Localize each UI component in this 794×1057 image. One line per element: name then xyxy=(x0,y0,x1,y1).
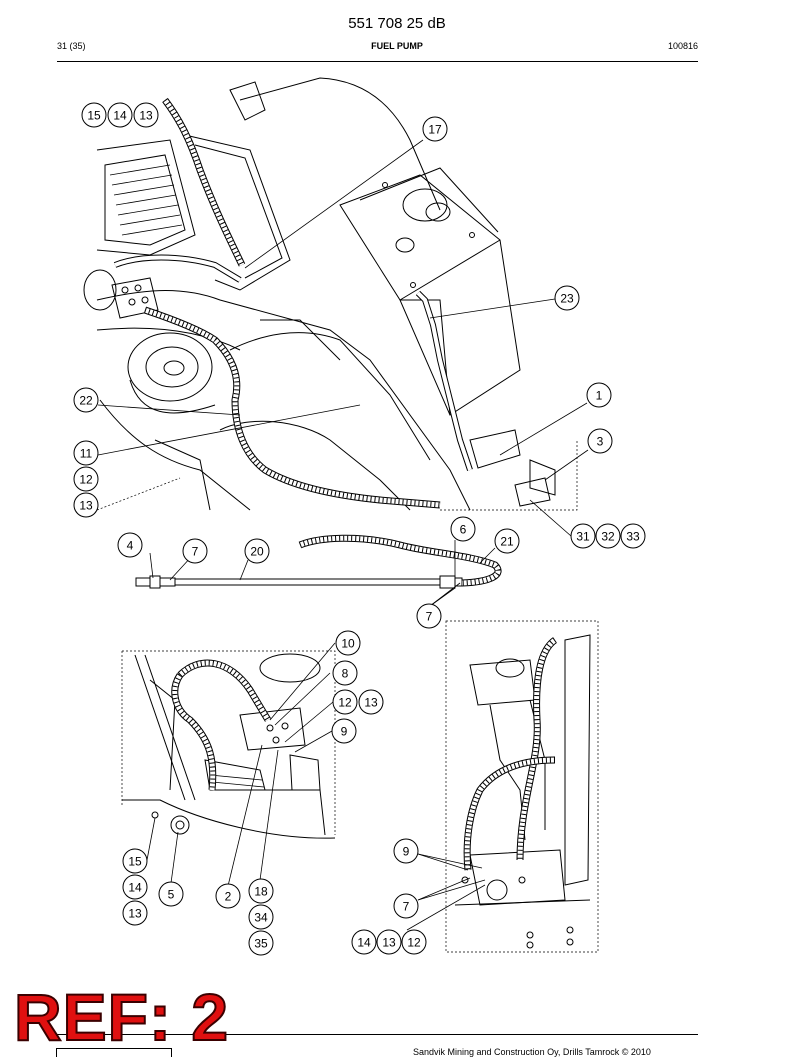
callout-12: 12 xyxy=(332,689,358,715)
callout-9: 9 xyxy=(393,838,419,864)
lower-left-detail-view xyxy=(121,650,336,839)
callout-9: 9 xyxy=(331,718,357,744)
copyright-note: Sandvik Mining and Construction Oy, Dril… xyxy=(413,1047,651,1057)
callout-13: 13 xyxy=(133,102,159,128)
svg-text:12: 12 xyxy=(407,936,421,950)
svg-text:13: 13 xyxy=(139,109,153,123)
callout-13: 13 xyxy=(358,689,384,715)
svg-text:22: 22 xyxy=(79,394,93,408)
svg-text:15: 15 xyxy=(87,109,101,123)
svg-text:35: 35 xyxy=(254,937,268,951)
callout-33: 33 xyxy=(620,523,646,549)
main-assembly-view xyxy=(83,77,578,511)
svg-text:13: 13 xyxy=(79,499,93,513)
header-rule xyxy=(57,61,698,62)
svg-text:13: 13 xyxy=(382,936,396,950)
document-code: 100816 xyxy=(667,41,698,51)
svg-text:20: 20 xyxy=(250,545,264,559)
callout-18: 18 xyxy=(248,878,274,904)
callout-12: 12 xyxy=(73,466,99,492)
svg-text:18: 18 xyxy=(254,885,268,899)
svg-text:31: 31 xyxy=(576,530,590,544)
svg-text:7: 7 xyxy=(192,545,199,559)
callout-35: 35 xyxy=(248,930,274,956)
svg-text:10: 10 xyxy=(341,637,355,651)
page-number: 31 (35) xyxy=(57,41,86,51)
svg-text:21: 21 xyxy=(500,535,514,549)
callout-21: 21 xyxy=(494,528,520,554)
callout-11: 11 xyxy=(73,440,99,466)
callout-7: 7 xyxy=(416,603,442,629)
svg-text:5: 5 xyxy=(168,888,175,902)
callout-13: 13 xyxy=(73,492,99,518)
callout-23: 23 xyxy=(554,285,580,311)
callout-4: 4 xyxy=(117,532,143,558)
svg-text:9: 9 xyxy=(403,845,410,859)
callout-7: 7 xyxy=(182,538,208,564)
svg-text:13: 13 xyxy=(364,696,378,710)
svg-text:2: 2 xyxy=(225,890,232,904)
callout-15: 15 xyxy=(122,848,148,874)
svg-text:1: 1 xyxy=(596,389,603,403)
callout-6: 6 xyxy=(450,516,476,542)
callout-3: 3 xyxy=(587,428,613,454)
callout-1: 1 xyxy=(586,382,612,408)
document-title: 551 708 25 dB xyxy=(348,15,446,32)
callout-2: 2 xyxy=(215,883,241,909)
callout-13: 13 xyxy=(122,900,148,926)
callout-15: 15 xyxy=(81,102,107,128)
svg-text:17: 17 xyxy=(428,123,442,137)
callout-10: 10 xyxy=(335,630,361,656)
svg-text:6: 6 xyxy=(460,523,467,537)
svg-text:12: 12 xyxy=(79,473,93,487)
callout-5: 5 xyxy=(158,881,184,907)
callout-8: 8 xyxy=(332,660,358,686)
svg-text:32: 32 xyxy=(601,530,615,544)
svg-text:34: 34 xyxy=(254,911,268,925)
hose-assembly-view xyxy=(135,534,502,589)
svg-text:12: 12 xyxy=(338,696,352,710)
footer-rule xyxy=(57,1034,698,1035)
callout-14: 14 xyxy=(122,874,148,900)
ref-stamp: REF: 2 xyxy=(13,980,230,1054)
svg-text:14: 14 xyxy=(357,936,371,950)
callout-14: 14 xyxy=(107,102,133,128)
callout-12: 12 xyxy=(401,929,427,955)
svg-text:33: 33 xyxy=(626,530,640,544)
callout-20: 20 xyxy=(244,538,270,564)
callout-14: 14 xyxy=(351,929,377,955)
svg-text:3: 3 xyxy=(597,435,604,449)
callout-17: 17 xyxy=(422,116,448,142)
svg-text:4: 4 xyxy=(127,539,134,553)
callout-22: 22 xyxy=(73,387,99,413)
svg-text:9: 9 xyxy=(341,725,348,739)
callout-34: 34 xyxy=(248,904,274,930)
callout-7: 7 xyxy=(393,893,419,919)
lower-right-detail-view xyxy=(445,620,599,953)
svg-text:7: 7 xyxy=(403,900,410,914)
svg-text:7: 7 xyxy=(426,610,433,624)
svg-text:13: 13 xyxy=(128,907,142,921)
svg-text:23: 23 xyxy=(560,292,574,306)
callout-bubbles: 15 14 13 17 23 1 3 22 11 12 13 31 32 33 … xyxy=(73,102,646,956)
callout-31: 31 xyxy=(570,523,596,549)
section-title: FUEL PUMP xyxy=(371,41,423,51)
svg-text:8: 8 xyxy=(342,667,349,681)
svg-text:11: 11 xyxy=(80,447,93,461)
svg-text:14: 14 xyxy=(128,881,142,895)
svg-text:15: 15 xyxy=(128,855,142,869)
callout-13: 13 xyxy=(376,929,402,955)
callout-32: 32 xyxy=(595,523,621,549)
svg-text:14: 14 xyxy=(113,109,127,123)
